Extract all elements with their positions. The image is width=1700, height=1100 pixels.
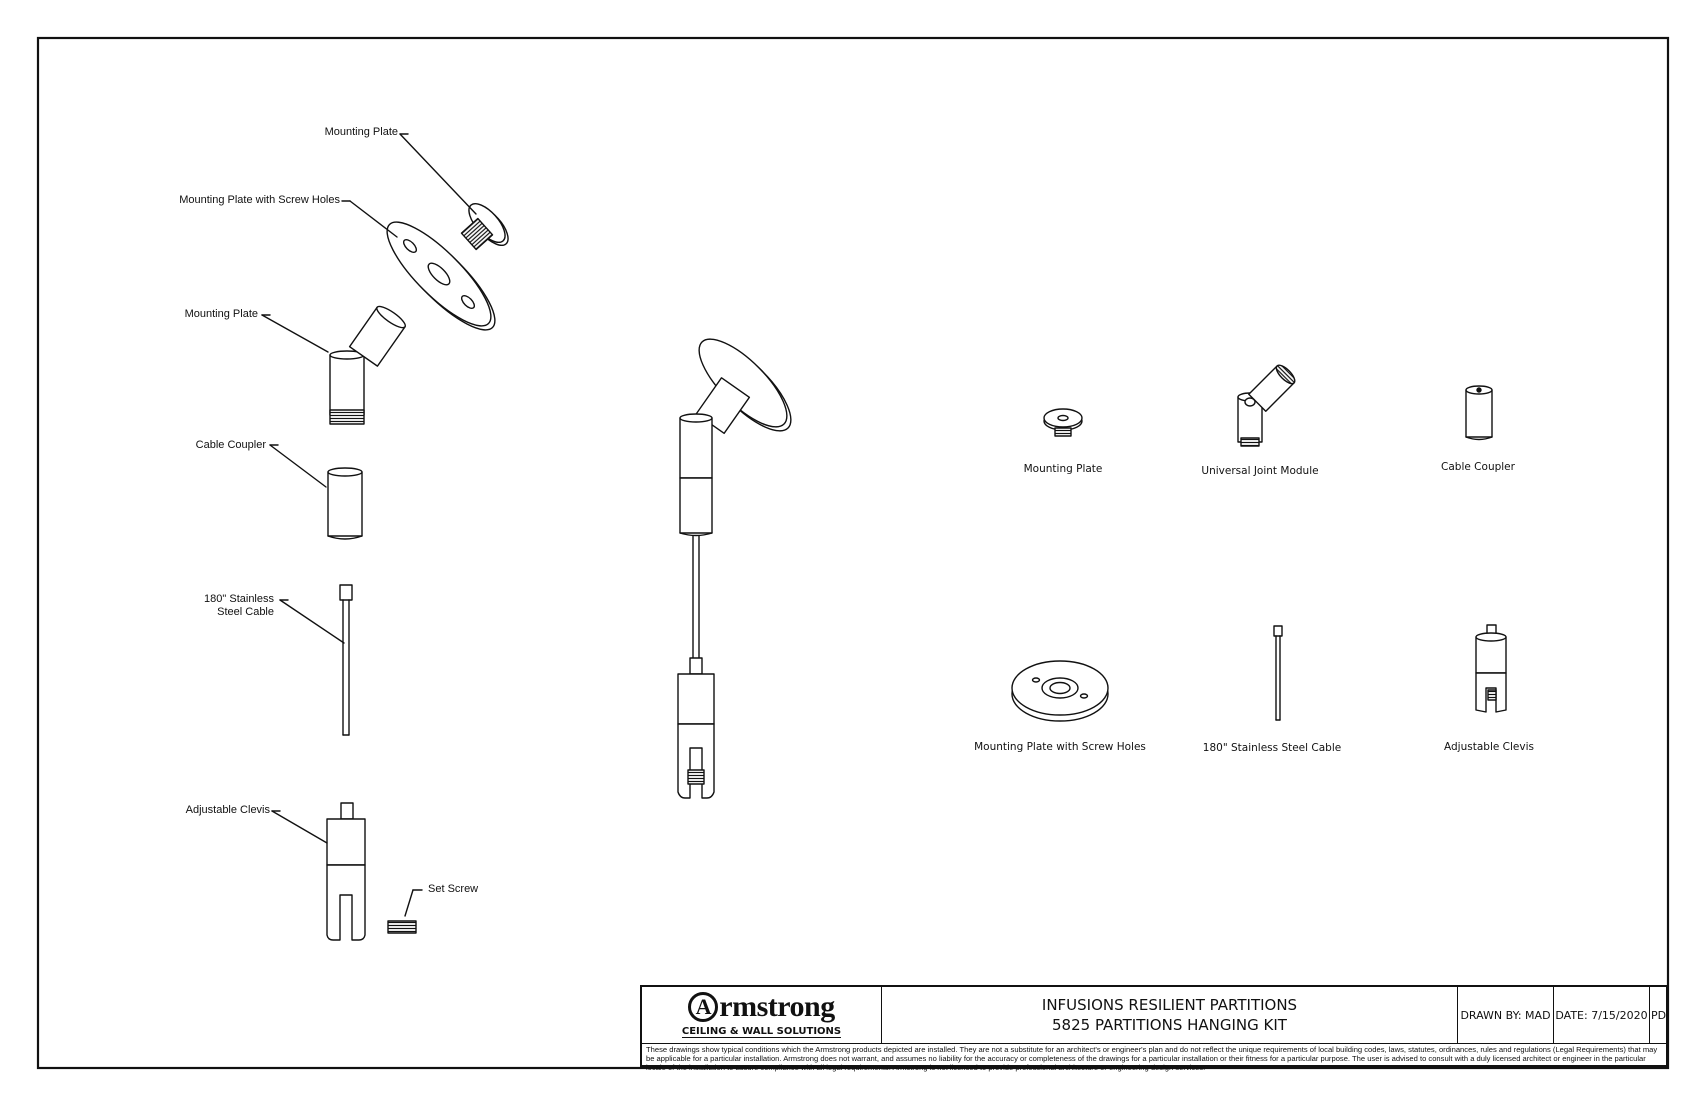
date-cell: DATE: 7/15/2020	[1554, 987, 1650, 1043]
logo-subtitle: CEILING & WALL SOLUTIONS	[681, 1026, 842, 1038]
legend-label-universal-joint: Universal Joint Module	[1201, 465, 1319, 477]
leader-cable-coupler	[269, 444, 327, 488]
legend-universal-joint	[1237, 364, 1296, 447]
legend-mounting-plate	[1043, 408, 1083, 437]
leader-set-screw	[404, 889, 414, 917]
drawn-by-cell: DRAWN BY: MAD	[1458, 987, 1554, 1043]
exploded-adjustable-clevis	[326, 802, 366, 941]
drawing-title-line1: INFUSIONS RESILIENT PARTITIONS	[1041, 996, 1298, 1014]
drawing-title-line2: 5825 PARTITIONS HANGING KIT	[1052, 1016, 1287, 1034]
label-cable-coupler: Cable Coupler	[195, 439, 266, 451]
legend-adjustable-clevis	[1475, 624, 1507, 713]
sheet-border	[36, 36, 1670, 1070]
legend-label-mounting-plate: Mounting Plate	[1023, 463, 1103, 475]
disclaimer-text: These drawings show typical conditions w…	[646, 1045, 1658, 1072]
legend-label-mounting-plate-screw-holes: Mounting Plate with Screw Holes	[974, 741, 1146, 753]
legend-cable-coupler	[1465, 385, 1493, 441]
leader-mounting-plate-joint	[261, 314, 329, 353]
label-mounting-plate-top: Mounting Plate	[324, 126, 398, 138]
label-cable-line1: 180" Stainless	[204, 593, 274, 605]
legend-label-cable-coupler: Cable Coupler	[1441, 461, 1515, 473]
label-cable-line2: Steel Cable	[217, 606, 274, 618]
exploded-mounting-plate	[460, 203, 509, 251]
exploded-universal-joint	[329, 305, 406, 425]
leader-cable	[279, 599, 345, 644]
label-mounting-plate-joint: Mounting Plate	[184, 308, 258, 320]
exploded-cable	[339, 584, 353, 736]
legend-label-adjustable-clevis: Adjustable Clevis	[1444, 741, 1534, 753]
legend-label-cable: 180" Stainless Steel Cable	[1202, 742, 1342, 754]
exploded-cable-coupler	[327, 467, 363, 540]
legend-mounting-plate-screw-holes	[1011, 660, 1109, 722]
revision-cell: PD	[1650, 987, 1668, 1043]
logo-a-ring-icon: A	[688, 992, 719, 1022]
drawing-title-cell: INFUSIONS RESILIENT PARTITIONS 5825 PART…	[882, 987, 1458, 1043]
leader-adjustable-clevis	[271, 810, 328, 844]
title-block-divider	[642, 1043, 1666, 1044]
logo-wordmark: rmstrong	[719, 990, 835, 1023]
label-set-screw: Set Screw	[428, 883, 479, 895]
leader-mounting-plate-screw	[349, 200, 398, 238]
assembled-hanging-kit	[677, 338, 792, 799]
legend-cable	[1273, 625, 1283, 721]
exploded-mounting-plate-screw-holes	[386, 221, 496, 331]
leader-mounting-plate-top	[399, 133, 477, 215]
exploded-set-screw	[387, 920, 417, 934]
label-mounting-plate-screw-holes: Mounting Plate with Screw Holes	[179, 194, 340, 206]
label-adjustable-clevis: Adjustable Clevis	[185, 804, 270, 816]
